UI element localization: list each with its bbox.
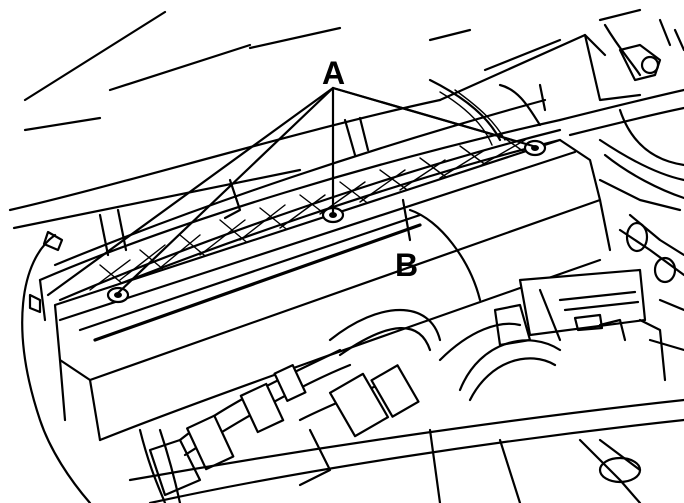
connector-block <box>493 268 667 382</box>
right-hoses <box>558 88 684 284</box>
hood-lines <box>8 10 562 230</box>
label-a: A <box>322 55 345 91</box>
cam-cover <box>53 138 612 442</box>
cover-bolts <box>106 139 547 304</box>
label-b: B <box>395 247 418 283</box>
ignition-leads <box>148 309 562 497</box>
leader-lines <box>46 86 535 297</box>
left-cable <box>21 230 92 503</box>
rear-panel <box>438 8 684 102</box>
wire-bundles <box>58 128 562 310</box>
bottom-frame <box>128 298 684 503</box>
